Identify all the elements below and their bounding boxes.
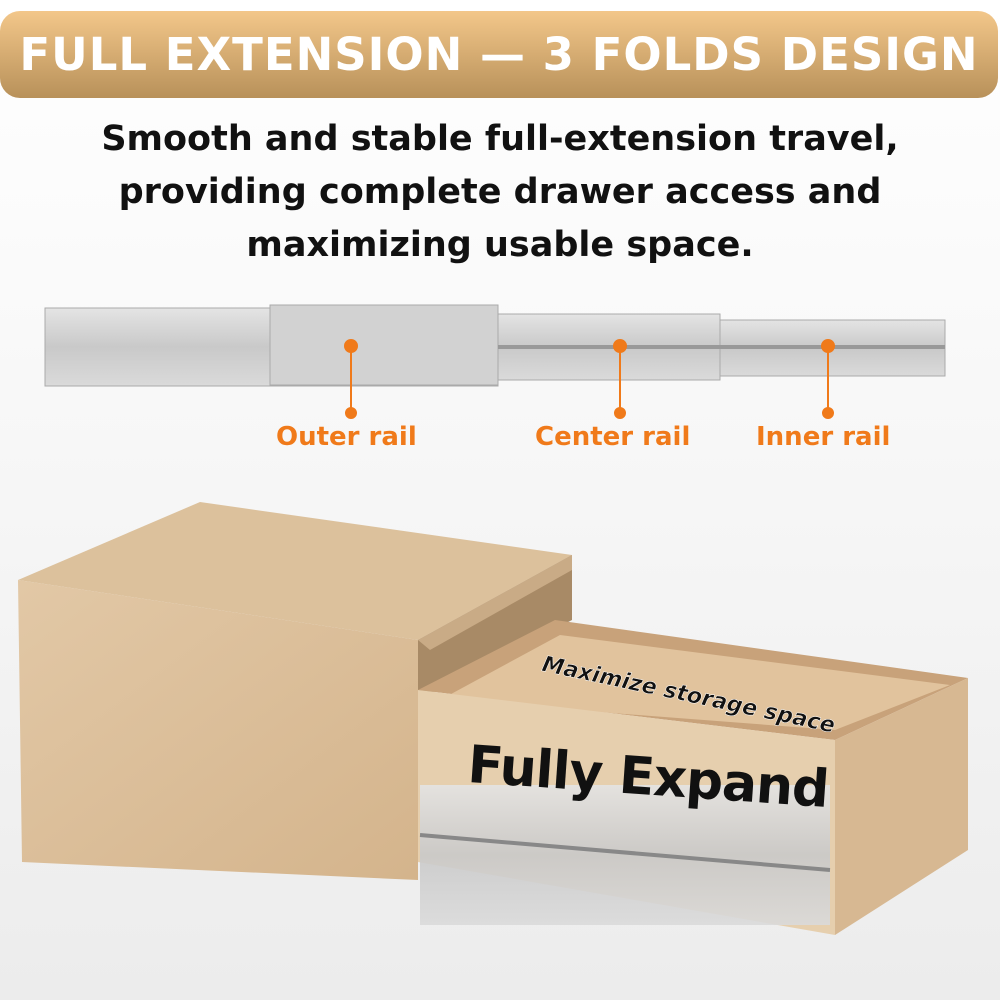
inner-rail-label: Inner rail <box>756 422 891 452</box>
rail-pointers <box>344 339 835 419</box>
header-banner: FULL EXTENSION — 3 FOLDS DESIGN <box>0 11 998 98</box>
subtitle-line: Smooth and stable full-extension travel, <box>101 119 899 159</box>
cabinet <box>18 502 572 880</box>
outer-rail-label: Outer rail <box>276 422 417 452</box>
header-title: FULL EXTENSION — 3 FOLDS DESIGN <box>19 28 979 81</box>
slide-rail <box>44 304 946 387</box>
subtitle: Smooth and stable full-extension travel,… <box>0 113 1000 272</box>
subtitle-line: providing complete drawer access and <box>118 172 882 212</box>
drawer <box>418 620 968 935</box>
center-rail-label: Center rail <box>535 422 691 452</box>
subtitle-line: maximizing usable space. <box>246 225 754 265</box>
